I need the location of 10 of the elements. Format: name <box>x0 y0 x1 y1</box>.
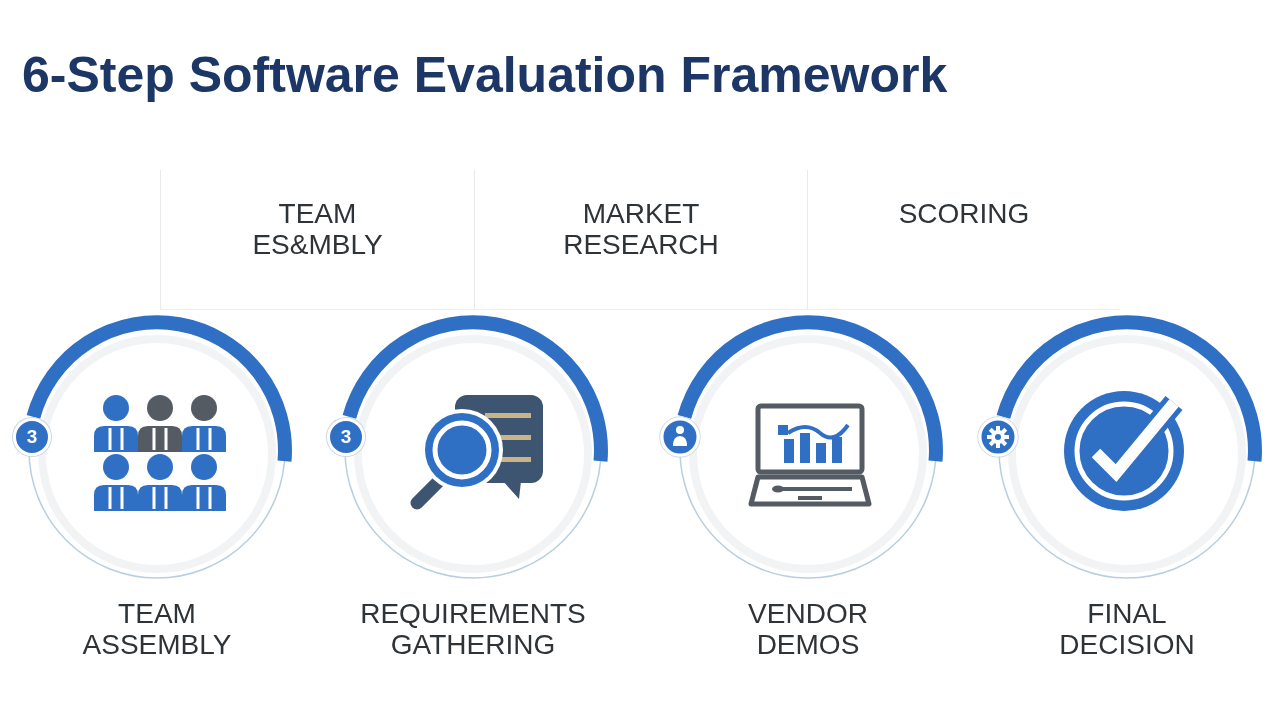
panel-label: SCORING <box>898 198 1030 229</box>
step-number: 3 <box>13 418 51 456</box>
title: 6-Step Software Evaluation Framework <box>22 46 948 104</box>
step-label: TEAM ASSEMBLY <box>82 598 232 660</box>
step-label: REQUIREMENTS GATHERING <box>360 598 586 660</box>
step-label: FINAL DECISION <box>1059 598 1195 660</box>
panel-label: TEAM ES&MBLY <box>252 198 383 260</box>
step-label: VENDOR DEMOS <box>748 598 868 660</box>
step-number: 3 <box>327 418 365 456</box>
panel-label: MARKET RESEARCH <box>563 198 719 260</box>
